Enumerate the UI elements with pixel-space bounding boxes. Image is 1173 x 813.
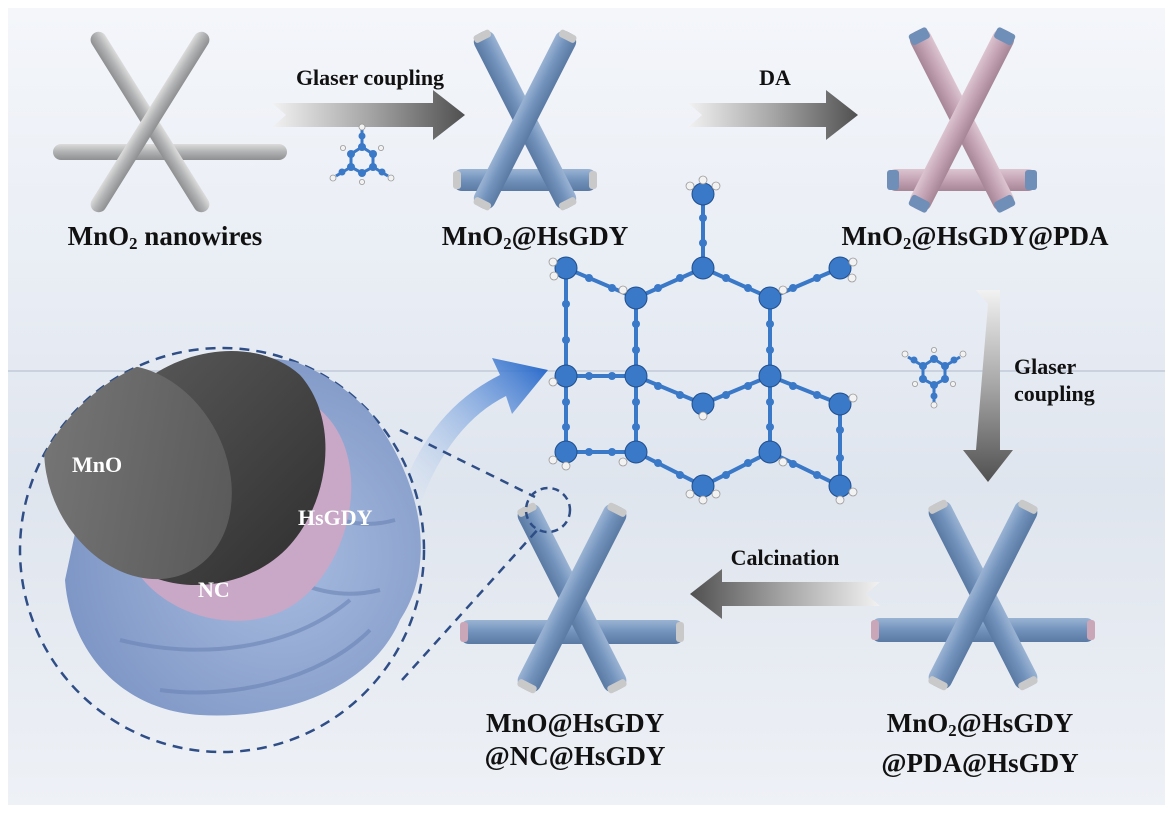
- calcination-arrow: [690, 569, 880, 619]
- label-final-b-line1: MnO@HsGDY: [485, 708, 665, 738]
- step-calcination-label: Calcination: [730, 545, 840, 570]
- hsgdy-network: [548, 175, 858, 505]
- inset-label-nc: NC: [198, 577, 230, 602]
- label-hsgdy-rest: @HsGDY: [511, 221, 629, 251]
- label-final-a-sub: 2: [948, 721, 957, 741]
- label-mno2-rest: nanowires: [137, 221, 263, 251]
- glaser-coupling-vertical-arrow: [963, 290, 1013, 482]
- zoom-target-circle: [524, 486, 572, 534]
- glaser-line2: coupling: [1014, 381, 1095, 406]
- step-da-label: DA: [759, 65, 791, 90]
- label-final-a-line2: @PDA@HsGDY: [881, 748, 1079, 779]
- step-glaser-coupling-vertical-label: Glaser coupling: [1014, 353, 1114, 407]
- label-mno-hsgdy-nc-hsgdy: MnO@HsGDY @NC@HsGDY: [455, 707, 695, 773]
- label-mno2-text: MnO: [67, 221, 130, 251]
- label-pda-sub: 2: [902, 234, 912, 254]
- inset-label-hsgdy: HsGDY: [298, 505, 373, 530]
- step-glaser-coupling-label: Glaser coupling: [295, 65, 445, 90]
- glaser-coupling-arrow: [272, 90, 465, 140]
- label-final-b-line2: @NC@HsGDY: [484, 741, 666, 771]
- da-arrow: [688, 90, 858, 140]
- label-pda-rest: @HsGDY@PDA: [911, 221, 1109, 251]
- label-mno2-nanowires: MnO2 nanowires: [35, 220, 295, 260]
- label-final-a-text: MnO: [886, 708, 949, 738]
- label-mno2-sub: 2: [129, 234, 138, 254]
- mno2-hsgdy-pda-hsgdy-triangle: [871, 499, 1095, 691]
- label-mno2-hsgdy: MnO2@HsGDY: [440, 220, 630, 260]
- mno2-hsgdy-pda-triangle: [887, 27, 1037, 213]
- divider-line: [8, 370, 1165, 372]
- label-hsgdy-text: MnO: [441, 221, 504, 251]
- mno2-nanowires-triangle: [53, 31, 287, 213]
- monomer-icon-right: [901, 346, 967, 409]
- label-final-a-rest: @HsGDY: [956, 708, 1074, 738]
- label-hsgdy-sub: 2: [503, 234, 512, 254]
- monomer-icon-top: [329, 123, 395, 185]
- zoom-line-bottom: [401, 526, 541, 681]
- label-pda-text: MnO: [841, 221, 903, 251]
- inset-label-mno: MnO: [72, 452, 123, 477]
- label-mno2-hsgdy-pda-hsgdy: MnO2@HsGDY @PDA@HsGDY: [860, 707, 1100, 780]
- zoom-curve-arrow: [400, 358, 548, 505]
- core-shell-inset: [18, 346, 426, 754]
- glaser-line1: Glaser: [1014, 354, 1077, 379]
- mno-hsgdy-nc-hsgdy-triangle: [460, 502, 684, 694]
- mno2-hsgdy-triangle: [453, 29, 597, 211]
- label-mno2-hsgdy-pda: MnO2@HsGDY@PDA: [825, 220, 1125, 260]
